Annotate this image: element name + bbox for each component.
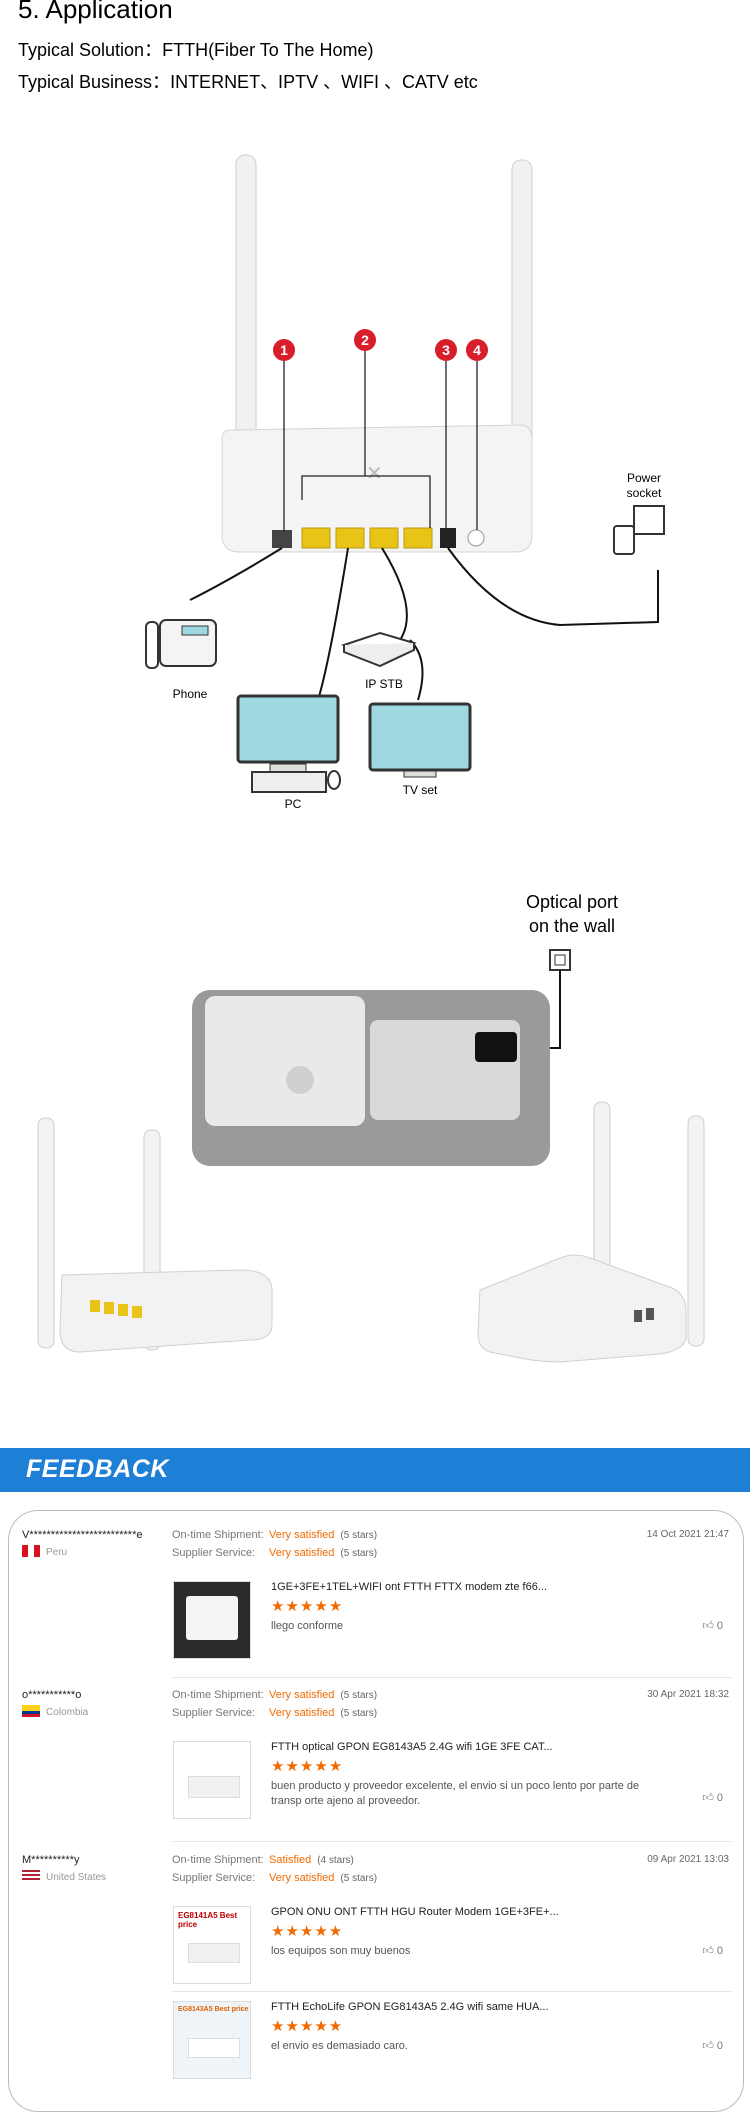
product-title[interactable]: FTTH EchoLife GPON EG8143A5 2.4G wifi sa… — [271, 2001, 549, 2013]
star-rating: ★★★★★ — [271, 1923, 344, 1940]
thumbs-up-icon: 👍︎ — [702, 1620, 717, 1632]
flag-colombia-icon — [22, 1705, 40, 1717]
shipment-label: On-time Shipment: — [172, 1854, 264, 1866]
tv-icon — [368, 702, 472, 772]
router-antenna-left — [235, 154, 257, 456]
power-port-icon — [440, 528, 456, 548]
label-tv: TV set — [403, 783, 438, 797]
supplier-rating: Very satisfied(5 stars) — [269, 1872, 378, 1884]
supplier-label: Supplier Service: — [172, 1707, 256, 1719]
supplier-rating: Very satisfied(5 stars) — [269, 1547, 378, 1559]
feedback-title: FEEDBACK — [26, 1455, 169, 1483]
label-optical-1: Optical port — [526, 892, 618, 912]
label-power-2: socket — [627, 486, 662, 500]
typical-business: Typical Business：INTERNET、IPTV 、WIFI 、CA… — [18, 72, 478, 92]
router-photo-left-antenna-icon — [37, 1117, 55, 1349]
marker-1: 1 — [280, 342, 288, 358]
feedback-card: V*************************e Peru On-time… — [8, 1510, 744, 2112]
lan-port-1-icon — [301, 527, 331, 549]
review-comment: buen producto y proveedor excelente, el … — [271, 1780, 640, 1807]
lan-port-3-icon — [369, 527, 399, 549]
review-date: 09 Apr 2021 13:03 — [647, 1854, 729, 1865]
label-power-1: Power — [627, 471, 661, 485]
helpful-button[interactable]: 👍︎ 0 — [702, 1792, 723, 1804]
product-thumbnail[interactable]: EG8143A5 Best price — [173, 2001, 251, 2079]
router-antenna-right — [511, 159, 533, 456]
flag-peru-icon — [22, 1545, 40, 1557]
typical-solution: Typical Solution：FTTH(Fiber To The Home) — [18, 40, 374, 60]
product-thumbnail[interactable] — [173, 1581, 251, 1659]
flag-united-states-icon — [22, 1870, 40, 1882]
product-title[interactable]: 1GE+3FE+1TEL+WIFI ont FTTH FTTX modem zt… — [271, 1581, 547, 1593]
review-username: M**********y — [22, 1854, 80, 1866]
router-photo-right — [477, 1254, 687, 1363]
star-rating: ★★★★★ — [271, 1598, 344, 1615]
supplier-rating: Very satisfied(5 stars) — [269, 1707, 378, 1719]
lan-port-4-icon — [403, 527, 433, 549]
review-username: V*************************e — [22, 1529, 143, 1541]
star-rating: ★★★★★ — [271, 1758, 344, 1775]
supplier-label: Supplier Service: — [172, 1547, 256, 1559]
review-country: United States — [22, 1870, 106, 1883]
feedback-header: FEEDBACK — [0, 1448, 750, 1492]
keyboard-icon — [251, 771, 327, 793]
phone-port-icon — [272, 530, 292, 548]
power-adapter-icon — [613, 525, 635, 555]
label-optical-2: on the wall — [529, 916, 615, 936]
product-title[interactable]: FTTH optical GPON EG8143A5 2.4G wifi 1GE… — [271, 1741, 553, 1753]
application-diagram: ✕ 1 2 3 4 Phone IP STB PC TV set Power s… — [37, 154, 705, 1363]
reset-button-icon — [467, 529, 485, 547]
review-date: 30 Apr 2021 18:32 — [647, 1689, 729, 1700]
marker-3: 3 — [442, 342, 450, 358]
mouse-icon — [327, 770, 341, 790]
router-body — [221, 424, 533, 553]
star-rating: ★★★★★ — [271, 2018, 344, 2035]
marker-4: 4 — [473, 342, 481, 358]
pc-monitor-icon — [236, 694, 340, 764]
marker-3-icon — [435, 339, 457, 361]
thumbs-up-icon: 👍︎ — [702, 1792, 717, 1804]
shipment-rating: Very satisfied(5 stars) — [269, 1689, 378, 1701]
label-pc: PC — [285, 797, 302, 811]
marker-2-icon — [354, 329, 376, 351]
thumbnail-caption: EG8143A5 Best price — [178, 2006, 249, 2013]
router-logo-icon: ✕ — [366, 463, 383, 485]
power-socket-icon — [633, 505, 665, 535]
lan-port-2-icon — [335, 527, 365, 549]
product-title[interactable]: GPON ONU ONT FTTH HGU Router Modem 1GE+3… — [271, 1906, 559, 1918]
helpful-button[interactable]: 👍︎ 0 — [702, 1620, 723, 1632]
marker-4-icon — [466, 339, 488, 361]
supplier-label: Supplier Service: — [172, 1872, 256, 1884]
helpful-button[interactable]: 👍︎ 0 — [702, 2040, 723, 2052]
label-stb: IP STB — [365, 677, 403, 691]
product-thumbnail[interactable] — [173, 1741, 251, 1819]
review-username: o***********o — [22, 1689, 82, 1701]
shipment-label: On-time Shipment: — [172, 1529, 264, 1541]
thumbnail-caption: EG8141A5 Best price — [178, 1911, 238, 1929]
label-phone: Phone — [173, 687, 208, 701]
review-comment: los equipos son muy buenos — [271, 1945, 411, 1957]
shipment-rating: Satisfied(4 stars) — [269, 1854, 354, 1866]
section-title: 5. Application — [18, 0, 173, 24]
marker-1-icon — [273, 339, 295, 361]
review-country: Colombia — [22, 1705, 88, 1718]
router-photo-left — [59, 1269, 273, 1353]
review-comment: el envio es demasiado caro. — [271, 2040, 408, 2052]
thumbs-up-icon: 👍︎ — [702, 1945, 717, 1957]
shipment-rating: Very satisfied(5 stars) — [269, 1529, 378, 1541]
product-thumbnail[interactable]: EG8141A5 Best price — [173, 1906, 251, 1984]
thumbs-up-icon: 👍︎ — [702, 2040, 717, 2052]
marker-2: 2 — [361, 332, 369, 348]
shipment-label: On-time Shipment: — [172, 1689, 264, 1701]
review-comment: llego conforme — [271, 1620, 344, 1632]
helpful-button[interactable]: 👍︎ 0 — [702, 1945, 723, 1957]
review-date: 14 Oct 2021 21:47 — [646, 1529, 729, 1540]
review-country: Peru — [22, 1545, 67, 1558]
